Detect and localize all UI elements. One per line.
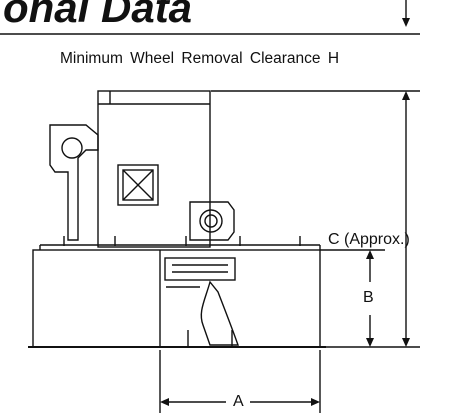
h-dimension-arrow — [402, 0, 410, 27]
c-dimension-arrow — [320, 91, 420, 348]
b-dimension-arrow — [320, 249, 385, 347]
section-heading: onal Data — [3, 0, 193, 31]
right-mounting-bracket — [189, 201, 235, 241]
motor-base-plate — [39, 236, 321, 250]
dimension-a-label: A — [231, 393, 246, 411]
fan-housing — [28, 249, 326, 348]
dimension-c-label: C (Approx.) — [328, 231, 410, 248]
dimension-b-label: B — [363, 289, 374, 306]
motor-body — [97, 90, 211, 248]
a-dimension-arrow — [159, 350, 321, 413]
left-mounting-bracket — [49, 124, 99, 241]
wheel-removal-clearance-label: Minimum Wheel Removal Clearance H — [60, 50, 340, 67]
